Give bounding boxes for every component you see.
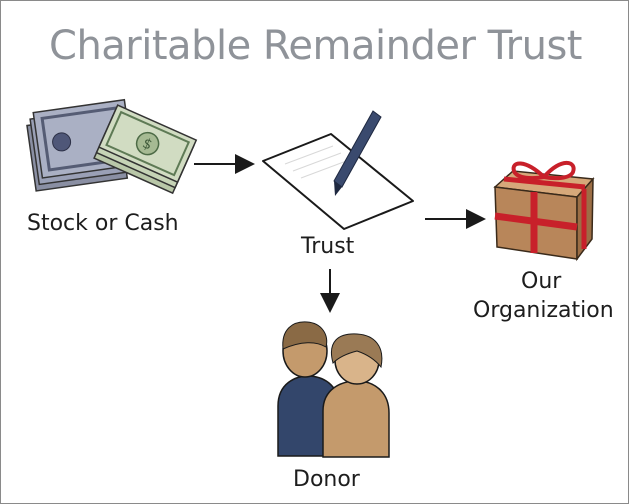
label-trust: Trust bbox=[301, 234, 355, 259]
label-stock-or-cash: Stock or Cash bbox=[27, 211, 179, 236]
label-organization: Organization bbox=[473, 298, 614, 323]
trust-document-icon bbox=[262, 110, 414, 230]
donor-icon bbox=[277, 321, 390, 458]
stock-cash-icon: $ bbox=[26, 98, 198, 195]
label-our: Our bbox=[521, 269, 562, 294]
pen-icon bbox=[333, 110, 382, 196]
label-donor: Donor bbox=[293, 467, 360, 492]
gift-box-icon bbox=[493, 160, 595, 262]
diagram-title: Charitable Remainder Trust bbox=[49, 23, 582, 69]
donor-woman-icon bbox=[322, 333, 390, 458]
